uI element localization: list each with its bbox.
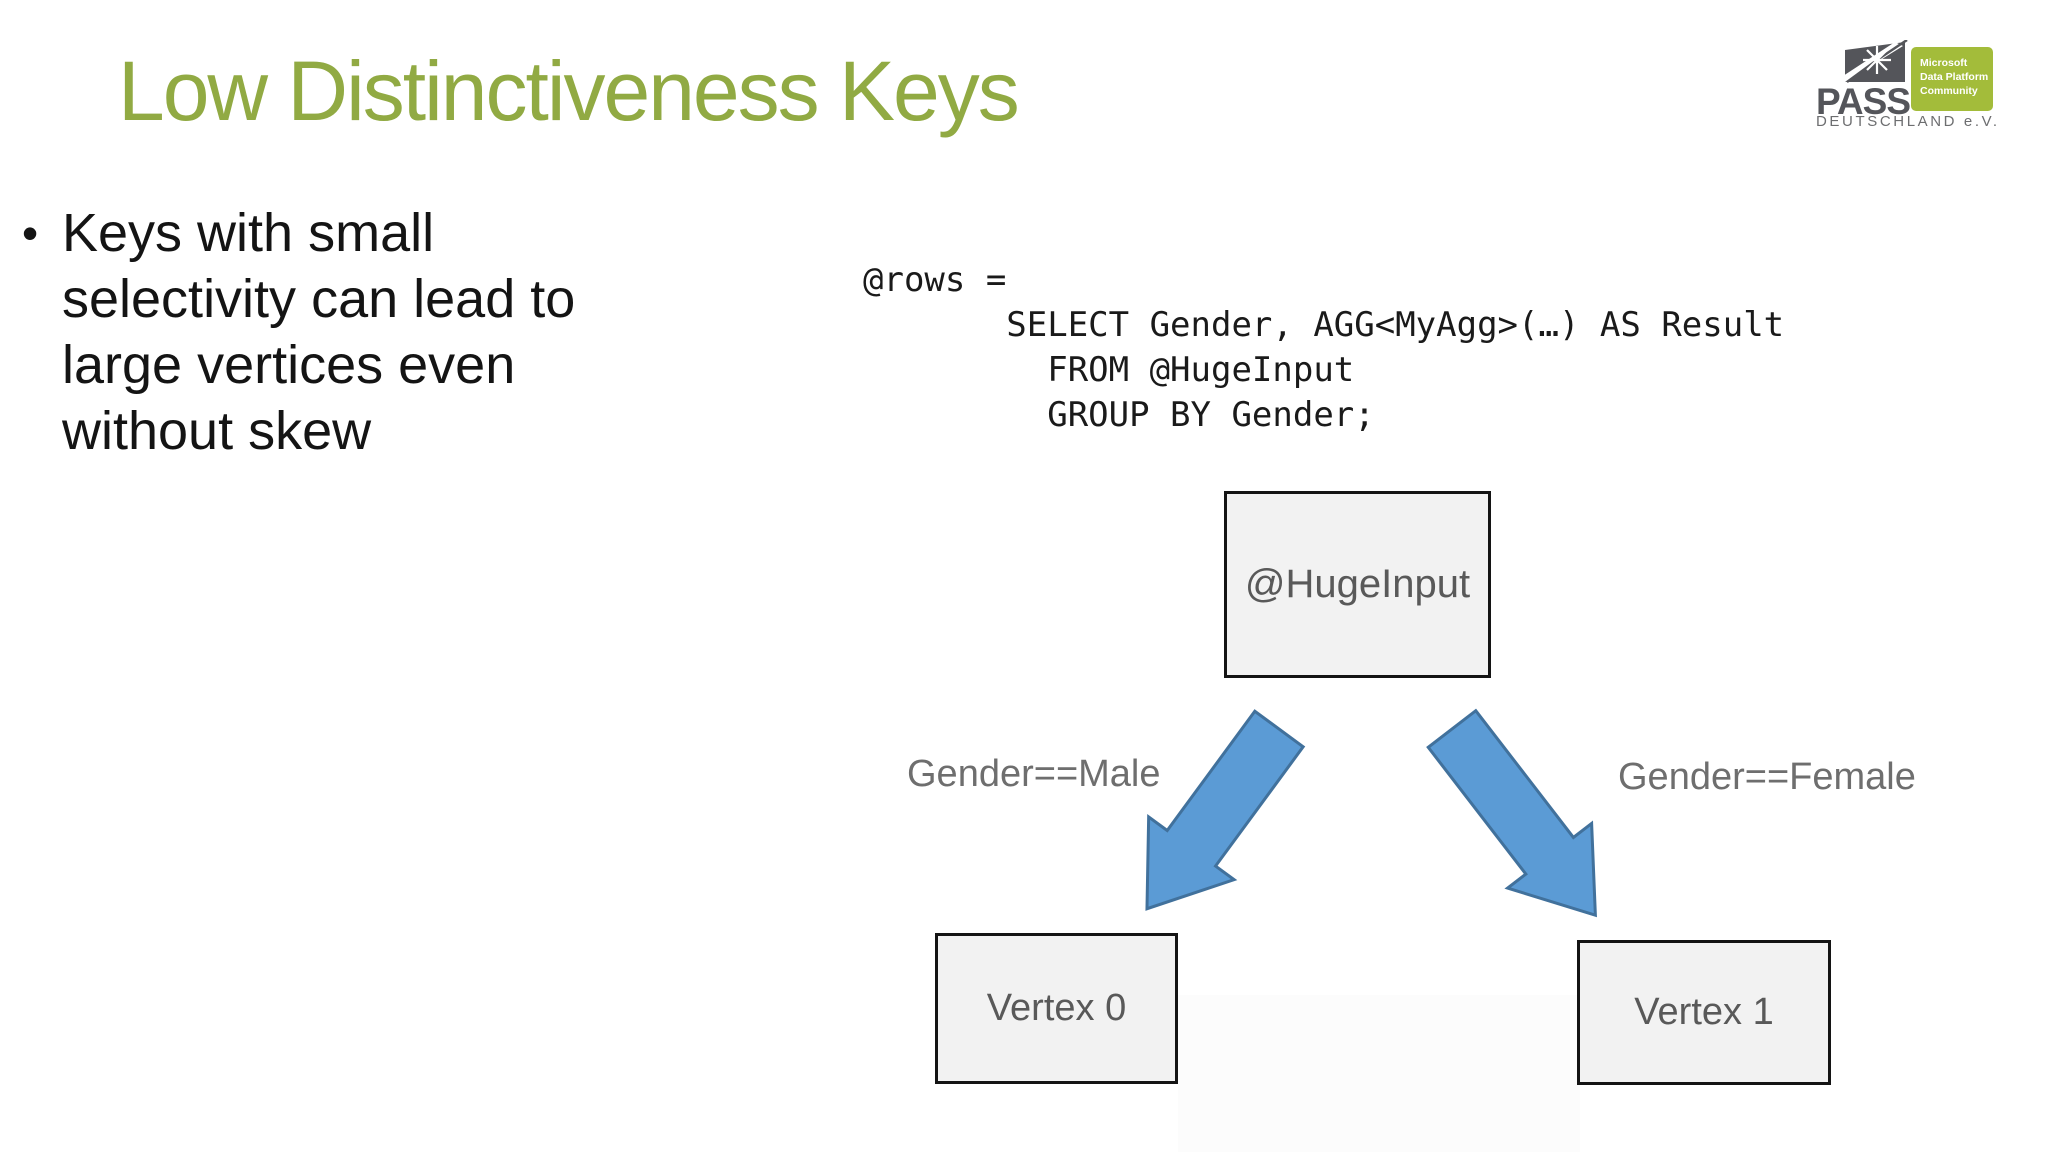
bullet-line: large vertices even (62, 335, 516, 395)
pass-logo: PASS Microsoft Data Platform Community D… (1810, 38, 2010, 138)
badge-line: Microsoft (1920, 57, 1968, 69)
bullet-line: Keys with small (62, 203, 435, 263)
edge-arrow-female-icon (1426, 708, 1597, 918)
badge-line: Data Platform (1920, 71, 1989, 83)
background-shade (1178, 995, 1580, 1152)
bullet-line: without skew (62, 401, 372, 461)
node-vertex-0-label: Vertex 0 (986, 987, 1127, 1029)
bullet-text: Keys with small selectivity can lead to … (62, 200, 575, 464)
page-title: Low Distinctiveness Keys (118, 44, 1020, 138)
node-vertex-1-label: Vertex 1 (1634, 991, 1774, 1033)
node-huge-input-label: @HugeInput (1244, 562, 1471, 606)
ms-data-platform-badge: Microsoft Data Platform Community (1911, 47, 1993, 111)
pass-flag-icon (1843, 40, 1908, 84)
bullet-item: • Keys with small selectivity can lead t… (22, 200, 742, 464)
pass-logo-text: PASS (1816, 81, 1911, 122)
badge-line: Community (1920, 85, 1978, 97)
node-vertex-1: Vertex 1 (1577, 940, 1831, 1085)
usql-code-block: @rows = SELECT Gender, AGG<MyAgg>(…) AS … (863, 260, 1785, 435)
edge-label-male: Gender==Male (907, 753, 1161, 795)
node-vertex-0: Vertex 0 (935, 933, 1178, 1084)
bullet-line: selectivity can lead to (62, 269, 576, 329)
edge-label-female: Gender==Female (1618, 756, 1916, 798)
node-huge-input: @HugeInput (1224, 491, 1491, 678)
edge-arrow-male-icon (1145, 709, 1306, 911)
pass-logo-subtitle: DEUTSCHLAND e.V. (1816, 113, 2000, 130)
bullet-marker: • (22, 207, 39, 259)
